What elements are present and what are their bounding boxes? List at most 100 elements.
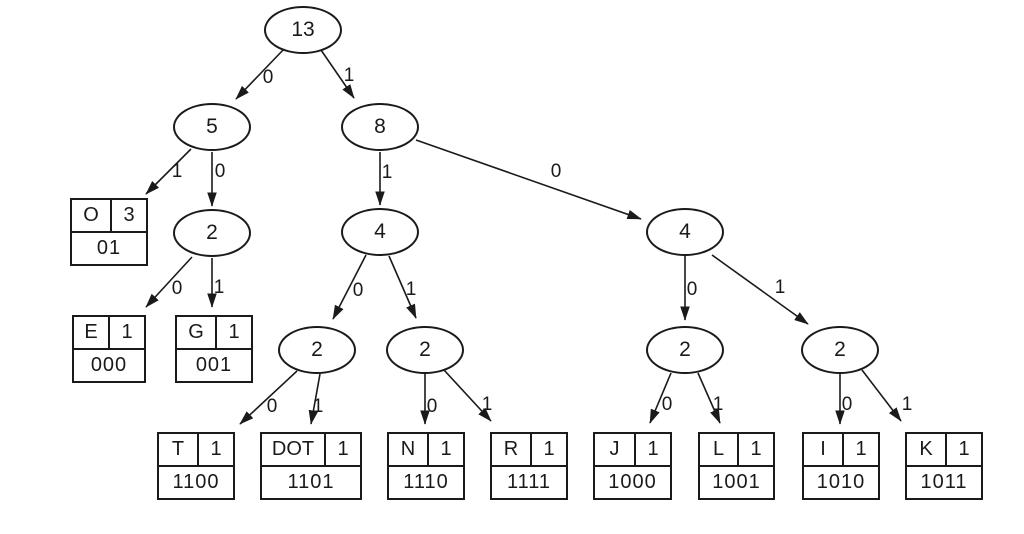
leaf-code: 1001 — [712, 471, 761, 493]
tree-edge-n4a-n2c — [388, 255, 417, 319]
leaf-letter: G — [177, 317, 217, 348]
tree-edge-n4a-n2b — [332, 254, 367, 320]
tree-edge-n13-n8 — [320, 49, 355, 99]
edge-bit-label: 1 — [344, 65, 355, 86]
tree-node-n2e: 2 — [801, 326, 879, 374]
edge-bit-label: 1 — [214, 277, 225, 298]
leaf-letter: K — [907, 434, 947, 465]
leaf-count: 1 — [543, 438, 555, 460]
edge-bit-label: 0 — [662, 394, 673, 415]
leaf-code: 1010 — [816, 471, 866, 493]
leaf-count: 1 — [121, 321, 133, 343]
leaf-letter: N — [389, 434, 429, 465]
tree-node-n2b: 2 — [278, 326, 356, 374]
leaf-code: 1011 — [920, 471, 968, 493]
leaf-code: 01 — [96, 237, 122, 259]
edge-bit-label: 0 — [172, 278, 183, 299]
tree-node-n2c: 2 — [386, 326, 464, 374]
leaf-count: 1 — [647, 438, 659, 460]
leaf-code: 1110 — [403, 471, 449, 493]
edge-bit-label: 1 — [382, 162, 393, 183]
leaf-letter: J — [595, 434, 636, 465]
tree-node-n4a: 4 — [341, 208, 419, 256]
leaf-count: 1 — [337, 438, 349, 460]
tree-edge-n2c-R — [443, 369, 492, 422]
tree-edge-n4b-n2e — [711, 254, 809, 325]
edge-bit-label: 0 — [215, 161, 226, 182]
tree-node-n2d: 2 — [646, 326, 724, 374]
tree-node-n5: 5 — [173, 103, 251, 151]
leaf-count: 1 — [958, 438, 970, 460]
leaf-count: 1 — [210, 438, 222, 460]
tree-edge-n2b-DOT — [308, 373, 321, 425]
edge-bit-label: 0 — [551, 161, 562, 182]
edge-bit-label: 0 — [842, 394, 853, 415]
leaf-letter: I — [804, 434, 844, 465]
tree-edge-n5-O — [145, 148, 192, 195]
tree-node-n4b: 4 — [646, 208, 724, 256]
leaf-code: 1101 — [287, 471, 335, 493]
edge-bit-label: 0 — [267, 396, 278, 417]
tree-edge-n13-n5 — [235, 48, 285, 100]
edge-bit-label: 1 — [313, 396, 324, 417]
tree-node-n2a: 2 — [173, 209, 251, 257]
leaf-code: 1111 — [506, 471, 552, 493]
tree-node-n8: 8 — [341, 103, 419, 151]
edge-bit-label: 1 — [775, 277, 786, 298]
edge-bit-label: 1 — [172, 161, 183, 182]
tree-edge-n2d-J — [649, 372, 672, 424]
edge-bit-label: 0 — [427, 396, 438, 417]
edge-bit-label: 0 — [687, 279, 698, 300]
edge-bit-label: 0 — [263, 67, 274, 88]
leaf-code: 001 — [195, 354, 233, 376]
edge-bit-label: 1 — [482, 394, 493, 415]
leaf-letter: L — [700, 434, 739, 465]
leaf-top-row: DOT 1 — [262, 434, 360, 467]
leaf-count: 1 — [440, 438, 452, 460]
edge-bit-label: 0 — [353, 280, 364, 301]
leaf-letter: E — [74, 317, 110, 348]
leaf-code: 1000 — [608, 471, 657, 493]
tree-edge-n2e-K — [861, 369, 902, 422]
leaf-count: 3 — [123, 204, 135, 226]
leaf-code: 1100 — [172, 471, 220, 493]
leaf-count: 1 — [855, 438, 867, 460]
leaf-letter: O — [72, 200, 112, 231]
leaf-letter: T — [159, 434, 199, 465]
tree-edge-n2b-T — [239, 370, 298, 425]
leaf-code: 000 — [90, 354, 128, 376]
leaf-count: 1 — [750, 438, 762, 460]
edge-bit-label: 1 — [406, 279, 417, 300]
tree-edge-n2a-E — [145, 256, 193, 308]
tree-edge-n8-n4b — [415, 139, 642, 220]
tree-edge-n2d-L — [697, 372, 721, 424]
leaf-count: 1 — [228, 321, 240, 343]
tree-node-n13: 13 — [264, 6, 342, 54]
edge-bit-label: 1 — [713, 394, 724, 415]
leaf-letter: DOT — [262, 434, 326, 465]
leaf-letter: R — [492, 434, 532, 465]
